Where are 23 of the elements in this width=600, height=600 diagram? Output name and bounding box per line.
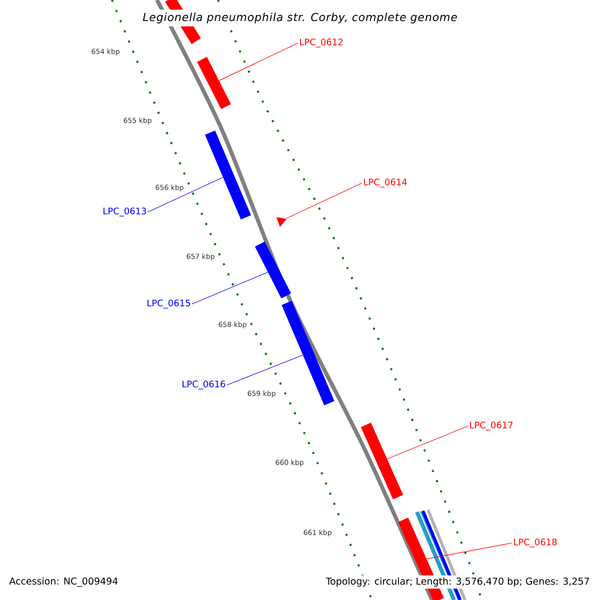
gene-label: LPC_0616 [182,380,226,390]
leader-line [426,542,512,560]
gene-block [254,242,292,298]
accession-text: Accession: NC_009494 [7,575,120,589]
leader-line [286,182,362,219]
gene-label: LPC_0617 [470,422,513,430]
genome-info-text: Topology: circular; Length: 3,576,470 bp; Genes: 3,257 [324,575,592,589]
gene-block [360,422,404,500]
gene-block [276,217,287,227]
gene-block [282,300,334,406]
gene-label: LPC_0612 [300,38,342,48]
gene-label: LPC_0618 [514,538,557,548]
gene-label: LPC_0614 [364,178,407,188]
title: Legionella pneumophila str. Corby, complete genome [140,10,460,26]
leader-line [192,272,268,304]
leader-line [386,426,468,460]
leader-line [218,42,298,81]
gene-block [204,130,252,220]
leader-line [148,177,224,212]
gene-label: LPC_0615 [148,300,190,308]
gene-label: LPC_0613 [104,208,146,216]
gene-block [197,56,231,110]
leader-line [226,354,303,386]
